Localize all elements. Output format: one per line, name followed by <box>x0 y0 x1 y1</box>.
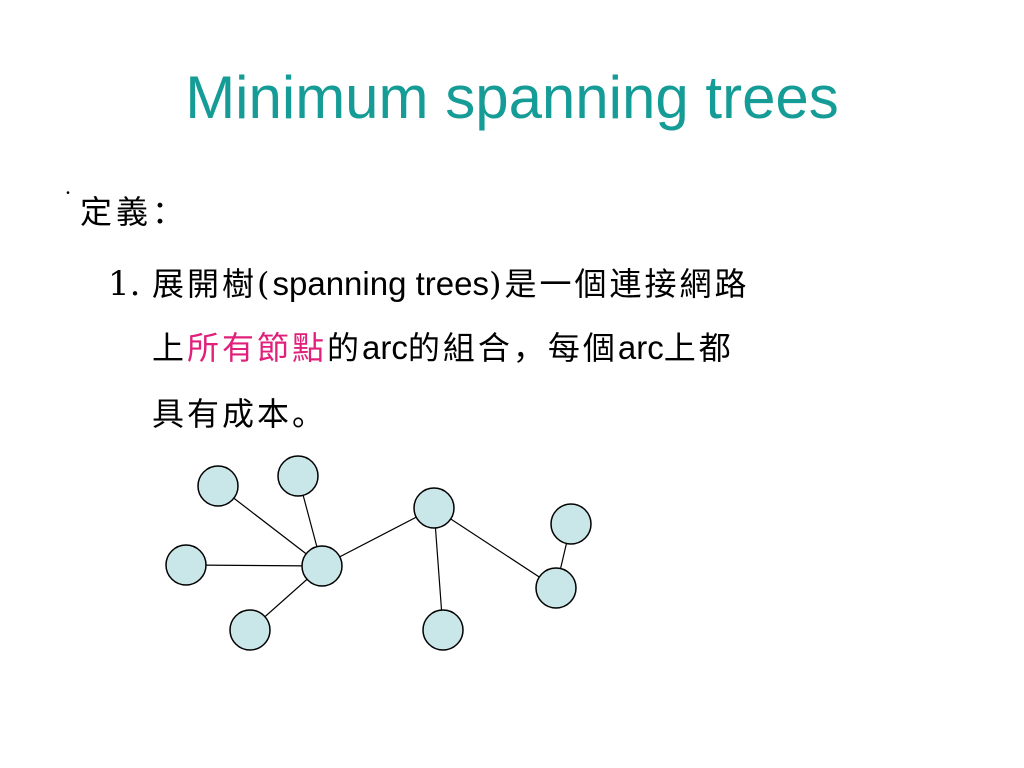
tree-node <box>277 455 319 497</box>
text-segment: 上 <box>152 329 188 367</box>
term-spanning-trees: spanning trees <box>272 265 489 302</box>
tree-edges <box>185 475 572 631</box>
tree-node <box>422 609 464 651</box>
highlighted-term: 所有節點 <box>187 329 328 367</box>
tree-node <box>301 545 343 587</box>
list-item-line-1: 展開樹(spanning trees)是一個連接網路 <box>152 262 749 306</box>
tree-edge <box>321 507 435 567</box>
tree-edge <box>185 564 323 567</box>
list-item-line-2: 上所有節點的arc的組合，每個arc上都 <box>152 326 734 370</box>
list-item-line-3: 具有成本。 <box>152 392 327 436</box>
tree-node <box>229 609 271 651</box>
term-arc: arc <box>617 329 664 366</box>
text-segment: )是一個連接網路 <box>488 265 750 303</box>
term-arc: arc <box>362 329 408 366</box>
tree-node <box>413 487 455 529</box>
tree-node <box>165 544 207 586</box>
text-segment: 的組合，每個 <box>407 329 618 367</box>
tree-node <box>550 503 592 545</box>
bullet-marker: ˙ <box>62 188 74 216</box>
tree-node <box>535 567 577 609</box>
text-segment: 展開樹( <box>152 265 273 303</box>
tree-edge <box>217 485 323 567</box>
bullet-definition: 定義： <box>80 193 189 231</box>
text-segment: 的 <box>327 329 363 367</box>
list-number: 1. <box>108 264 141 304</box>
slide-title: Minimum spanning trees <box>185 64 839 131</box>
tree-nodes <box>165 455 592 651</box>
text-segment: 上都 <box>663 329 734 367</box>
tree-node <box>197 465 239 507</box>
text-segment: 具有成本。 <box>152 395 328 433</box>
tree-edge <box>433 507 557 589</box>
